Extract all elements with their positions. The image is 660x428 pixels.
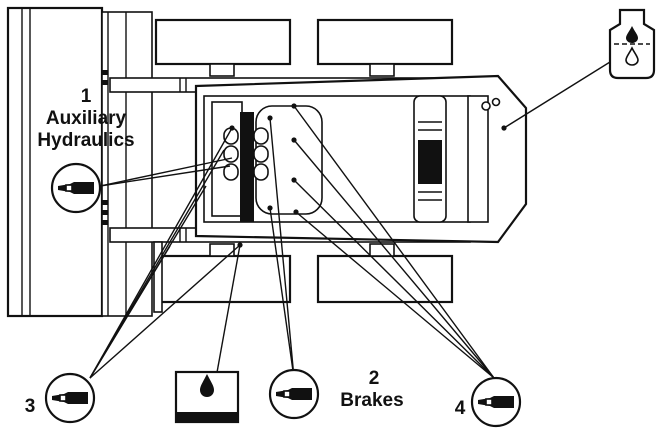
grease-gun-icon-3 bbox=[44, 372, 96, 424]
brakes-label: Brakes bbox=[340, 390, 403, 411]
tire-rear-right bbox=[316, 254, 454, 304]
grease-point-group-4-number: 4 bbox=[455, 398, 466, 419]
hydraulic-block bbox=[240, 112, 254, 222]
leader-lines bbox=[89, 61, 611, 379]
grease-point-group-3-number: 3 bbox=[25, 396, 36, 417]
aux-couplers bbox=[223, 127, 269, 181]
grease-gun-icon-2 bbox=[268, 368, 320, 420]
brakes-number: 2 bbox=[369, 368, 380, 389]
aux-hydraulics-label-line1: Auxiliary bbox=[46, 108, 127, 129]
aux-hydraulics-label-line2: Hydraulics bbox=[37, 130, 134, 151]
engine-oil-icon bbox=[608, 8, 656, 80]
grease-gun-icon-4 bbox=[470, 376, 522, 428]
tires bbox=[154, 18, 454, 304]
tire-front-right bbox=[316, 18, 454, 66]
tire-rear-left bbox=[154, 254, 292, 304]
aux-hydraulics-number: 1 bbox=[81, 86, 92, 107]
front-bucket bbox=[6, 6, 153, 318]
tire-front-left bbox=[154, 18, 292, 66]
hydraulic-fluid-reservoir-icon bbox=[174, 370, 240, 424]
machine-frame bbox=[194, 74, 528, 244]
grease-gun-icon-aux bbox=[50, 162, 102, 214]
